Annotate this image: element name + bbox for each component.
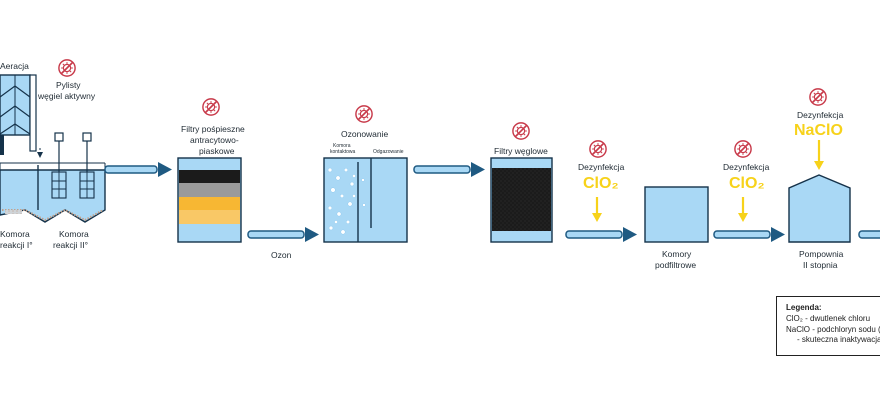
legend: Legenda: ClO₂ - dwutlenek chloru NaClO -…	[776, 296, 880, 356]
clo2-dose-arrow-2	[738, 197, 748, 222]
virus-icon	[58, 59, 76, 77]
aeration-tower	[0, 74, 37, 155]
label-dezynfekcja-1: Dezynfekcja	[578, 162, 625, 172]
virus-icon	[355, 105, 373, 123]
label-pylisty-2: węgiel aktywny	[38, 91, 96, 101]
legend-line-naclo: NaClO - podchloryn sodu (	[786, 324, 880, 334]
virus-icon	[512, 122, 530, 140]
carbon-filter	[490, 157, 553, 243]
virus-inactivation-icons	[58, 59, 827, 342]
label-filtry-weglowe: Filtry węglowe	[494, 146, 548, 156]
label-komora-2-line2: reakcji II°	[53, 240, 89, 250]
label-pompownia-1: Pompownia	[799, 249, 844, 259]
filtered-water-chamber	[644, 186, 709, 243]
label-filtry-pospieszne-3: piaskowe	[199, 146, 235, 156]
virus-icon	[809, 88, 827, 106]
label-pylisty-1: Pylisty	[56, 80, 81, 90]
label-komora-2-line1: Komora	[59, 229, 89, 239]
label-komory-podfiltrowe-2: podfiltrowe	[655, 260, 697, 270]
label-komora-1-line1: Komora	[0, 229, 30, 239]
label-komora-1-line2: reakcji I°	[0, 240, 33, 250]
chem-clo2-1: ClO₂	[583, 175, 619, 192]
virus-icon	[589, 140, 607, 158]
pipe-4	[565, 227, 637, 242]
label-dezynfekcja-2: Dezynfekcja	[723, 162, 770, 172]
label-odgazowanie: Odgazowanie	[373, 149, 404, 155]
label-komory-podfiltrowe-1: Komory	[662, 249, 692, 259]
ozonation-tank	[323, 157, 408, 243]
label-filtry-pospieszne-2: antracytowo-	[190, 135, 239, 145]
pumping-station	[788, 174, 851, 243]
rapid-filter	[177, 157, 242, 243]
legend-title: Legenda:	[786, 303, 822, 312]
label-komora-kontaktowa-1: Komora	[333, 143, 351, 149]
pipe-5	[713, 227, 785, 242]
virus-icon	[202, 98, 220, 116]
legend-line-virus: - skuteczna inaktywacja	[797, 335, 880, 345]
pipe-6	[858, 230, 880, 239]
chem-naclo: NaClO	[794, 122, 843, 139]
clo2-dose-arrow-1	[592, 197, 602, 222]
reaction-tank	[0, 132, 106, 223]
legend-line-clo2: ClO₂ - dwutlenek chloru	[786, 313, 871, 323]
pipe-3	[413, 162, 485, 177]
pipe-2	[247, 227, 319, 242]
label-aeracja: Aeracja	[0, 61, 29, 71]
naclo-dose-arrow	[814, 140, 824, 170]
label-ozon: Ozon	[271, 250, 292, 260]
pipe-1	[104, 162, 172, 177]
virus-icon	[734, 140, 752, 158]
label-ozonowanie: Ozonowanie	[341, 129, 389, 139]
label-filtry-pospieszne-1: Filtry pośpieszne	[181, 124, 245, 134]
label-komora-kontaktowa-2: kontaktowa	[330, 149, 356, 155]
chem-clo2-2: ClO₂	[729, 175, 765, 192]
label-pompownia-2: II stopnia	[803, 260, 838, 270]
label-dezynfekcja-3: Dezynfekcja	[797, 110, 844, 120]
